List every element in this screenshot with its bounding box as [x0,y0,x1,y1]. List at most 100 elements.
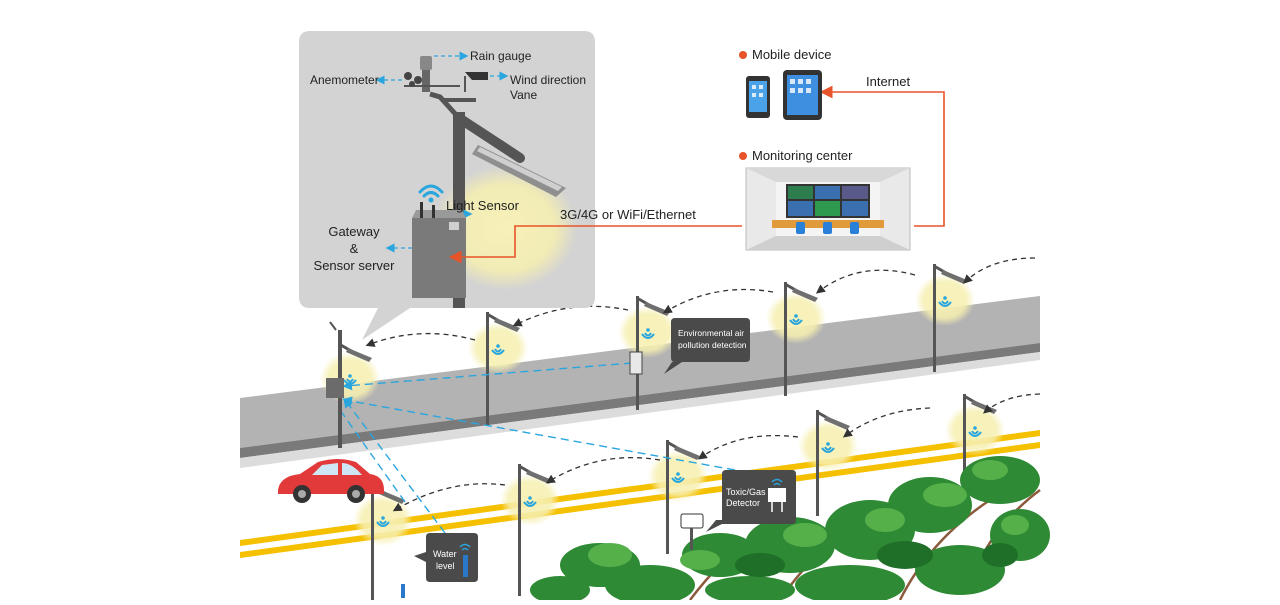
hop-arrow [365,332,476,347]
hop-arrow [662,288,774,314]
upper-road-curb [240,343,1040,458]
wifi-icon [938,300,952,307]
bullet-dot [739,152,747,160]
monitoring-center-label: Monitoring center [752,148,853,163]
monitoring-center-group: Monitoring center [739,148,911,251]
hop-arrow [963,257,1036,284]
water-level-callout: Water level [414,533,478,582]
water-sensor-link [343,397,446,534]
lamp-glow [500,474,560,526]
lamp-solar-head [941,270,967,284]
gateway-label-line1: Gateway [328,224,380,239]
gas-sensor-glyph [768,488,786,502]
lamp-glow [468,322,528,374]
lamp-glow [915,274,975,326]
lamp-post [784,282,787,396]
rain-gauge-label: Rain gauge [470,49,532,63]
internet-label: Internet [866,74,910,89]
gas-callout-line2: Detector [726,498,760,508]
video-wall [786,184,870,218]
rain-gauge-device [420,56,432,70]
water-sensor-glyph [463,555,468,577]
gateway-label-line3: Sensor server [314,258,396,273]
wind-vane-label-line1: Wind direction [510,73,586,87]
gas-detector-device [680,513,704,550]
lamp-post [666,440,669,554]
wifi-icon [789,318,803,325]
bullet-dot [739,51,747,59]
wifi-icon [968,430,982,437]
hop-arrow [842,407,931,438]
lamp-glow [945,404,1005,456]
mobile-device-label: Mobile device [752,47,832,62]
air-pollution-callout: Environmental air pollution detection [664,318,750,374]
street-lamps [320,264,1005,600]
wifi-icon [491,348,505,355]
gateway-box-small [326,378,344,398]
street-lamp [468,312,528,426]
hop-arrow [545,457,661,484]
lamp-post [816,410,819,516]
lamp-post [933,264,936,372]
lamp-solar-head [526,470,552,484]
wifi-icon [821,446,835,453]
lane-line-2 [240,442,1040,558]
anemometer-label: Anemometer [310,73,379,87]
lamp-light-cone [433,166,577,290]
hop-arrow [983,393,1041,414]
gateway-label-line2: & [350,241,359,256]
light-sensor-label: Light Sensor [446,198,520,213]
lamp-glow [766,292,826,344]
lamp-post [371,484,374,600]
lamp-post [486,312,489,426]
upper-sidewalk [240,352,1040,468]
wind-vane-device [464,72,488,92]
car-illustration [278,459,384,503]
lamp-solar-head [346,348,372,362]
air-pollution-device [629,351,643,375]
wifi-icon [376,520,390,527]
mobile-device-group: Mobile device [739,47,832,120]
uplink-connection [448,225,742,264]
anemometer-device [404,72,422,87]
street-lamp [798,410,858,516]
air-callout-line1: Environmental air [678,328,744,338]
foliage [530,456,1050,605]
air-sensor-link [342,362,633,391]
lamp-glow [798,420,858,472]
water-callout-line1: Water [433,549,457,559]
wifi-icon [459,543,471,551]
hop-arrow [815,269,916,294]
water-sensor-link-2 [339,409,406,503]
internet-connection [819,85,945,227]
wind-vane-label-line2: Vane [510,88,537,102]
air-callout-line2: pollution detection [678,340,747,350]
lamp-solar-head [824,416,850,430]
lamp-glow [353,494,413,546]
uplink-label: 3G/4G or WiFi/Ethernet [560,207,696,222]
gas-sensor-link [342,396,736,471]
hop-arrow [697,434,799,460]
lamp-solar-head [674,446,700,460]
water-callout-line2: level [436,561,455,571]
gas-callout-line1: Toxic/Gas [726,487,766,497]
hop-arrow [392,483,506,512]
lamp-post [963,394,966,510]
water-level-device [401,584,405,598]
wifi-icon [641,332,655,339]
street-lamp [766,282,826,396]
wifi-icon [671,476,685,483]
wifi-icon [418,184,444,198]
lamp-solar-head [494,318,520,332]
gateway-lamp [326,321,344,448]
lamp-glow [648,450,708,502]
gas-detector-callout: Toxic/Gas Detector [706,470,796,532]
wifi-icon [523,500,537,507]
sensor-data-links [339,362,736,534]
lamp-post [518,464,521,596]
lamp-solar-head [792,288,818,302]
weather-station-panel: Rain gauge Anemometer Wind direction Van… [299,31,595,340]
wifi-icon [771,478,783,486]
